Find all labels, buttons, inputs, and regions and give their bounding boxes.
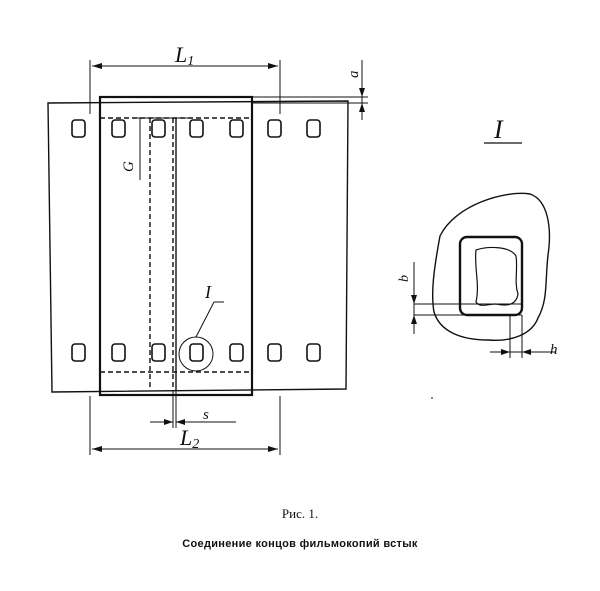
figure-title: Соединение концов фильмокопий встык: [182, 538, 418, 550]
perforation-bottom-5: [229, 343, 244, 362]
a-label: a: [346, 71, 362, 79]
a-arrow-bottom: [359, 103, 365, 112]
h-arrow-left: [501, 349, 510, 355]
L1-arrow-left: [92, 63, 102, 69]
L2-arrow-left: [92, 446, 102, 452]
perforation-bottom-7: [306, 343, 321, 362]
L2-arrow-right: [268, 446, 278, 452]
perforation-top-2: [111, 119, 126, 138]
perforation-top-3: [151, 119, 166, 138]
perforation-bottom-1: [71, 343, 86, 362]
detail-torn-boundary: [431, 192, 551, 341]
perforation-top-7: [306, 119, 321, 138]
detail-title: I: [493, 115, 504, 144]
detail-callout-label: I: [204, 282, 212, 302]
perforation-bottom-2: [111, 343, 126, 362]
s-arrow-right: [176, 419, 185, 425]
figure-number: Рис. 1.: [281, 506, 319, 521]
b-arrow-top: [411, 295, 417, 304]
L2-label: L2: [179, 425, 199, 452]
perforation-bottom-3: [151, 343, 166, 362]
G-label: G: [121, 161, 137, 172]
perforation-top-1: [71, 119, 86, 138]
perforation-top-5: [229, 119, 244, 138]
perforation-bottom-4: [189, 343, 204, 362]
detail-circle: [178, 336, 214, 372]
h-label: h: [550, 342, 558, 358]
technical-drawing: L1 a G s L2 I I: [47, 42, 558, 455]
L1-arrow-right: [268, 63, 278, 69]
film-strip-outline: [47, 100, 349, 393]
b-arrow-bottom: [411, 315, 417, 324]
stray-dot: [431, 397, 433, 399]
s-arrow-left: [164, 419, 173, 425]
b-label: b: [397, 275, 412, 282]
h-arrow-right: [522, 349, 531, 355]
L1-label: L1: [174, 42, 194, 69]
detail-perforation-inner: [474, 246, 519, 306]
a-arrow-top: [359, 88, 365, 97]
perforation-top-4: [189, 119, 204, 138]
detail-leader: [195, 301, 215, 338]
s-label: s: [203, 407, 209, 423]
perforation-bottom-6: [267, 343, 282, 362]
perforation-top-6: [267, 119, 282, 138]
